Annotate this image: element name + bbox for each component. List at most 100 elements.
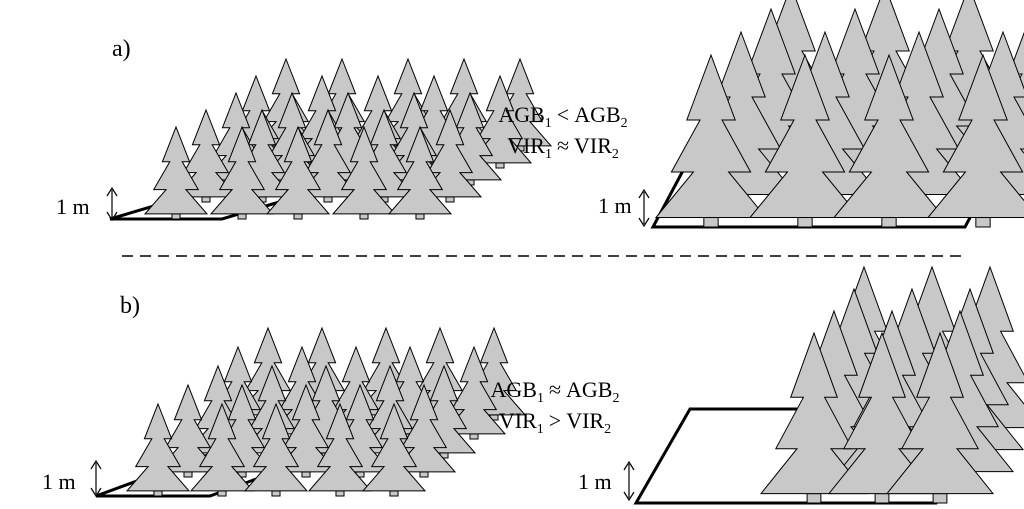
tree-crown bbox=[125, 402, 191, 492]
tree-trunk bbox=[881, 217, 897, 228]
tree-trunk bbox=[445, 196, 455, 203]
tree-trunk bbox=[797, 217, 813, 228]
tall-tree bbox=[926, 53, 1024, 228]
tree-crown bbox=[209, 125, 275, 215]
panel-b-small-forest-plot bbox=[95, 326, 527, 498]
small-tree bbox=[441, 345, 507, 440]
tree-trunk bbox=[153, 490, 163, 497]
tree-crown bbox=[173, 108, 239, 198]
tree-crown bbox=[387, 125, 453, 215]
tree-crown bbox=[654, 53, 768, 218]
tree-crown bbox=[748, 53, 862, 218]
small-tree bbox=[209, 125, 275, 220]
tree-crown bbox=[327, 383, 393, 473]
tree-trunk bbox=[389, 490, 399, 497]
tree-crown bbox=[143, 125, 209, 215]
small-tree bbox=[391, 383, 457, 478]
scale-label-b-left: 1 m bbox=[42, 469, 76, 494]
tall-tree bbox=[832, 53, 946, 228]
panel-b-comparison: AGB1≈AGB2 VIR1>VIR2 bbox=[491, 377, 620, 437]
tree-crown bbox=[243, 402, 309, 492]
tree-trunk bbox=[703, 217, 719, 228]
tree-crown bbox=[361, 402, 427, 492]
tree-trunk bbox=[469, 433, 479, 440]
small-tree bbox=[243, 402, 309, 497]
small-tree bbox=[467, 74, 533, 169]
tree-trunk bbox=[359, 213, 369, 220]
tree-crown bbox=[273, 383, 339, 473]
tall-tree bbox=[885, 331, 995, 504]
tree-trunk bbox=[415, 213, 425, 220]
small-tree bbox=[307, 402, 373, 497]
tree-trunk bbox=[237, 213, 247, 220]
small-tree bbox=[273, 383, 339, 478]
panel-b-right-scale: 1 m bbox=[578, 460, 635, 502]
tree-crown bbox=[461, 326, 527, 416]
panel-a-right-scale: 1 m bbox=[598, 188, 650, 228]
scale-arrowheads-a-right bbox=[638, 188, 650, 228]
small-tree bbox=[155, 383, 221, 478]
tree-crown bbox=[351, 108, 417, 198]
scale-arrowheads-b-left bbox=[90, 459, 102, 498]
tree-trunk bbox=[806, 493, 822, 504]
tree-crown bbox=[487, 57, 553, 147]
tree-trunk bbox=[301, 471, 311, 478]
tree-crown bbox=[827, 331, 937, 495]
panel-b-left-scale: 1 m bbox=[42, 459, 102, 498]
tree-crown bbox=[411, 364, 477, 454]
tree-crown bbox=[832, 53, 946, 218]
small-tree bbox=[331, 125, 397, 220]
tall-tree bbox=[654, 53, 768, 228]
panel-a-small-forest-plot bbox=[109, 57, 553, 221]
tree-crown bbox=[926, 53, 1024, 218]
tree-crown bbox=[331, 125, 397, 215]
small-tree bbox=[173, 108, 239, 203]
small-tree bbox=[189, 402, 255, 497]
tree-trunk bbox=[932, 493, 948, 504]
small-tree bbox=[387, 125, 453, 220]
tree-crown bbox=[229, 108, 295, 198]
tree-trunk bbox=[874, 493, 890, 504]
tree-crown bbox=[467, 74, 533, 164]
scale-label-b-right: 1 m bbox=[578, 469, 612, 494]
tree-trunk bbox=[171, 213, 181, 220]
panel-a-tall-forest-plot bbox=[650, 0, 1024, 229]
scale-arrowheads-a-left bbox=[106, 186, 118, 222]
tree-crown bbox=[295, 108, 361, 198]
scale-label-a-left: 1 m bbox=[56, 194, 90, 219]
tree-crown bbox=[417, 108, 483, 198]
small-tree bbox=[295, 108, 361, 203]
tree-crown bbox=[209, 383, 275, 473]
tall-tree bbox=[827, 331, 937, 504]
scale-label-a-right: 1 m bbox=[598, 193, 632, 218]
tree-trunk bbox=[201, 196, 211, 203]
panel-a-comparison: AGB1<AGB2 VIR1≈VIR2 bbox=[498, 102, 627, 162]
small-tree bbox=[125, 402, 191, 497]
tree-crown bbox=[265, 125, 331, 215]
tree-crown bbox=[759, 331, 869, 495]
tree-crown bbox=[391, 383, 457, 473]
tree-crown bbox=[885, 331, 995, 495]
tree-trunk bbox=[419, 471, 429, 478]
panel-a-label: a) bbox=[112, 36, 131, 62]
tree-trunk bbox=[495, 162, 505, 169]
panel-a-left-scale: 1 m bbox=[56, 186, 118, 222]
panel-b-label: b) bbox=[120, 293, 140, 319]
tree-crown bbox=[441, 345, 507, 435]
small-tree bbox=[417, 108, 483, 203]
tree-crown bbox=[189, 402, 255, 492]
tree-trunk bbox=[271, 490, 281, 497]
tree-trunk bbox=[183, 471, 193, 478]
panel-b-tall-forest-plot bbox=[633, 265, 1024, 505]
small-tree bbox=[265, 125, 331, 220]
comparison-vir-b: VIR1>VIR2 bbox=[499, 408, 611, 437]
small-tree bbox=[361, 402, 427, 497]
comparison-agb-b: AGB1≈AGB2 bbox=[491, 377, 620, 406]
tree-crown bbox=[155, 383, 221, 473]
small-tree bbox=[143, 125, 209, 220]
tree-trunk bbox=[293, 213, 303, 220]
tree-crown bbox=[307, 402, 373, 492]
tall-tree bbox=[759, 331, 869, 504]
comparison-vir-a: VIR1≈VIR2 bbox=[507, 133, 619, 162]
